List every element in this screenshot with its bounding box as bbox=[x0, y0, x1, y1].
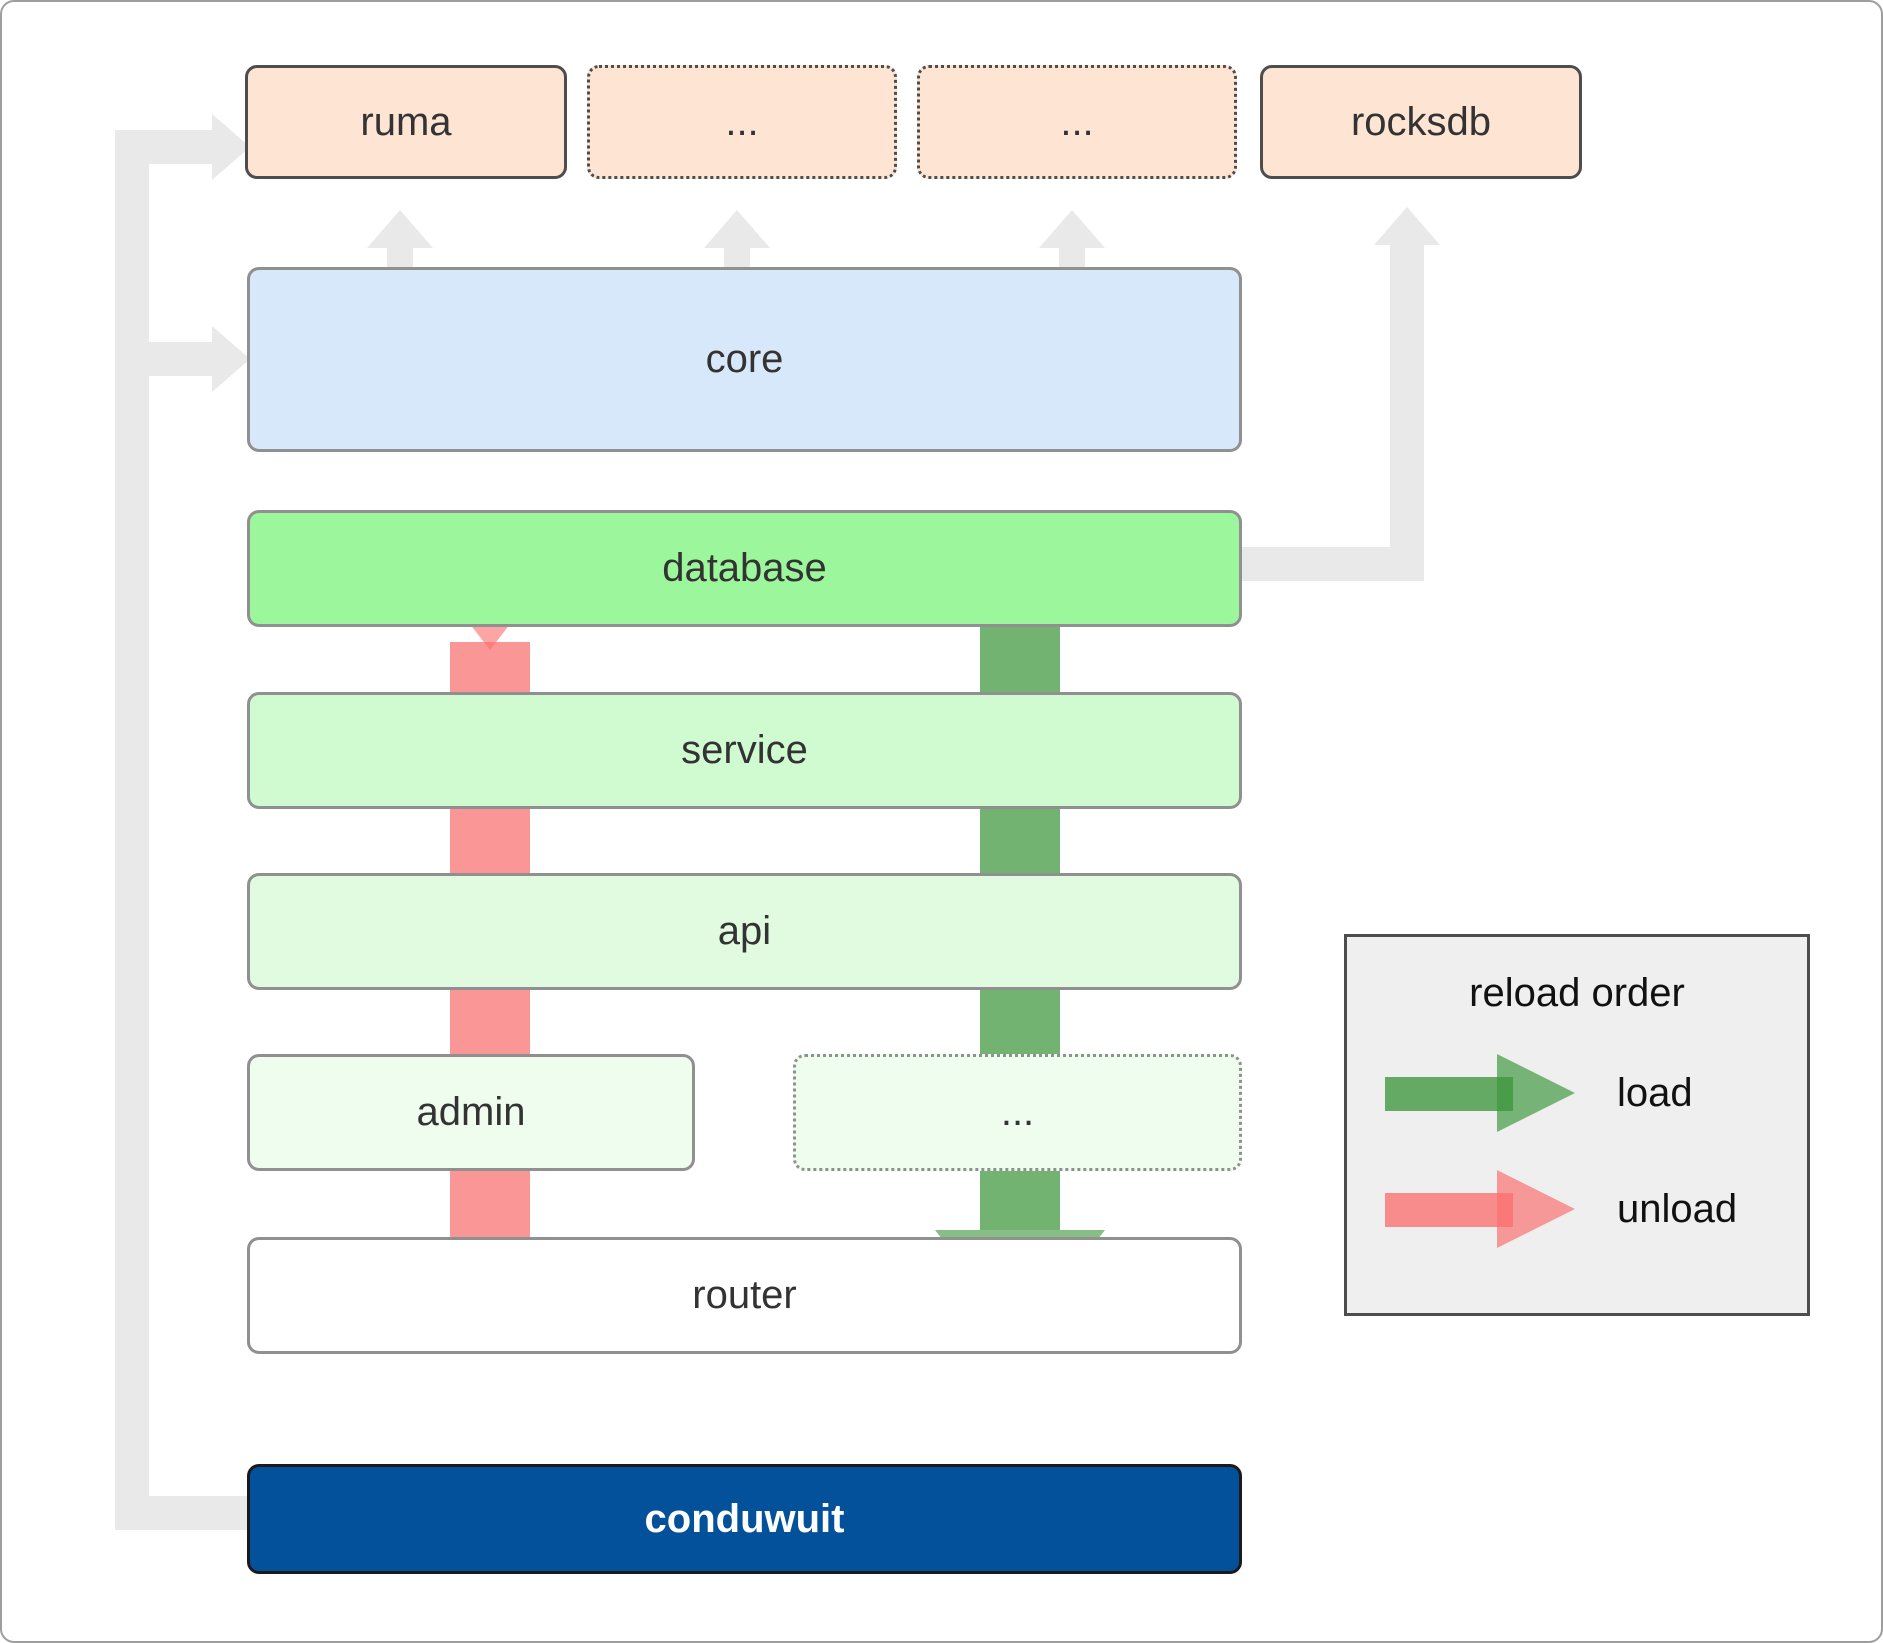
legend-panel: reload order load unload bbox=[1344, 934, 1810, 1316]
wire-to-core bbox=[115, 342, 225, 376]
layer-router[interactable]: router bbox=[247, 1237, 1242, 1354]
wire-bottom-to-root bbox=[115, 1496, 255, 1530]
wire-left-trunk bbox=[115, 130, 149, 1530]
layer-service[interactable]: service bbox=[247, 692, 1242, 809]
layer-label: router bbox=[692, 1273, 797, 1317]
wire-rocksdb-riser bbox=[1390, 242, 1424, 581]
dependency-label: rocksdb bbox=[1350, 99, 1492, 144]
wire-arrowhead-dep-2 bbox=[704, 210, 770, 248]
root-crate-conduwuit[interactable]: conduwuit bbox=[247, 1464, 1242, 1574]
load-legend-icon bbox=[1385, 1054, 1575, 1132]
layer-core[interactable]: core bbox=[247, 267, 1242, 452]
layer-label: ... bbox=[1000, 1090, 1035, 1134]
dependency-box-ruma[interactable]: ruma bbox=[245, 65, 567, 179]
layer-label: service bbox=[681, 728, 808, 772]
dependency-box-ellipsis-2[interactable]: ... bbox=[917, 65, 1237, 179]
dependency-label: ruma bbox=[360, 99, 452, 144]
layer-label: admin bbox=[416, 1090, 526, 1134]
wire-arrowhead-ruma bbox=[212, 114, 250, 180]
legend-label: load bbox=[1617, 1070, 1693, 1115]
layer-api[interactable]: api bbox=[247, 873, 1242, 990]
legend-title: reload order bbox=[1469, 971, 1685, 1015]
wire-arrowhead-core bbox=[212, 326, 250, 392]
layer-label: api bbox=[717, 909, 772, 953]
unload-legend-icon bbox=[1385, 1170, 1575, 1248]
root-label: conduwuit bbox=[644, 1496, 845, 1541]
legend-item-unload: unload bbox=[1347, 1170, 1807, 1248]
wire-arrowhead-rocksdb bbox=[1374, 207, 1440, 245]
layer-database[interactable]: database bbox=[247, 510, 1242, 627]
layer-ellipsis[interactable]: ... bbox=[793, 1054, 1242, 1171]
legend-label: unload bbox=[1617, 1186, 1738, 1231]
dependency-box-ellipsis-1[interactable]: ... bbox=[587, 65, 897, 179]
wire-to-ruma bbox=[115, 130, 225, 164]
legend-item-load: load bbox=[1347, 1054, 1807, 1132]
layer-label: core bbox=[705, 337, 784, 381]
layer-label: database bbox=[662, 546, 827, 590]
wire-arrowhead-dep-3 bbox=[1039, 210, 1105, 248]
dependency-box-rocksdb[interactable]: rocksdb bbox=[1260, 65, 1582, 179]
dependency-label: ... bbox=[1060, 99, 1094, 144]
layer-admin[interactable]: admin bbox=[247, 1054, 695, 1171]
wire-arrowhead-dep-1 bbox=[367, 210, 433, 248]
dependency-label: ... bbox=[725, 99, 759, 144]
